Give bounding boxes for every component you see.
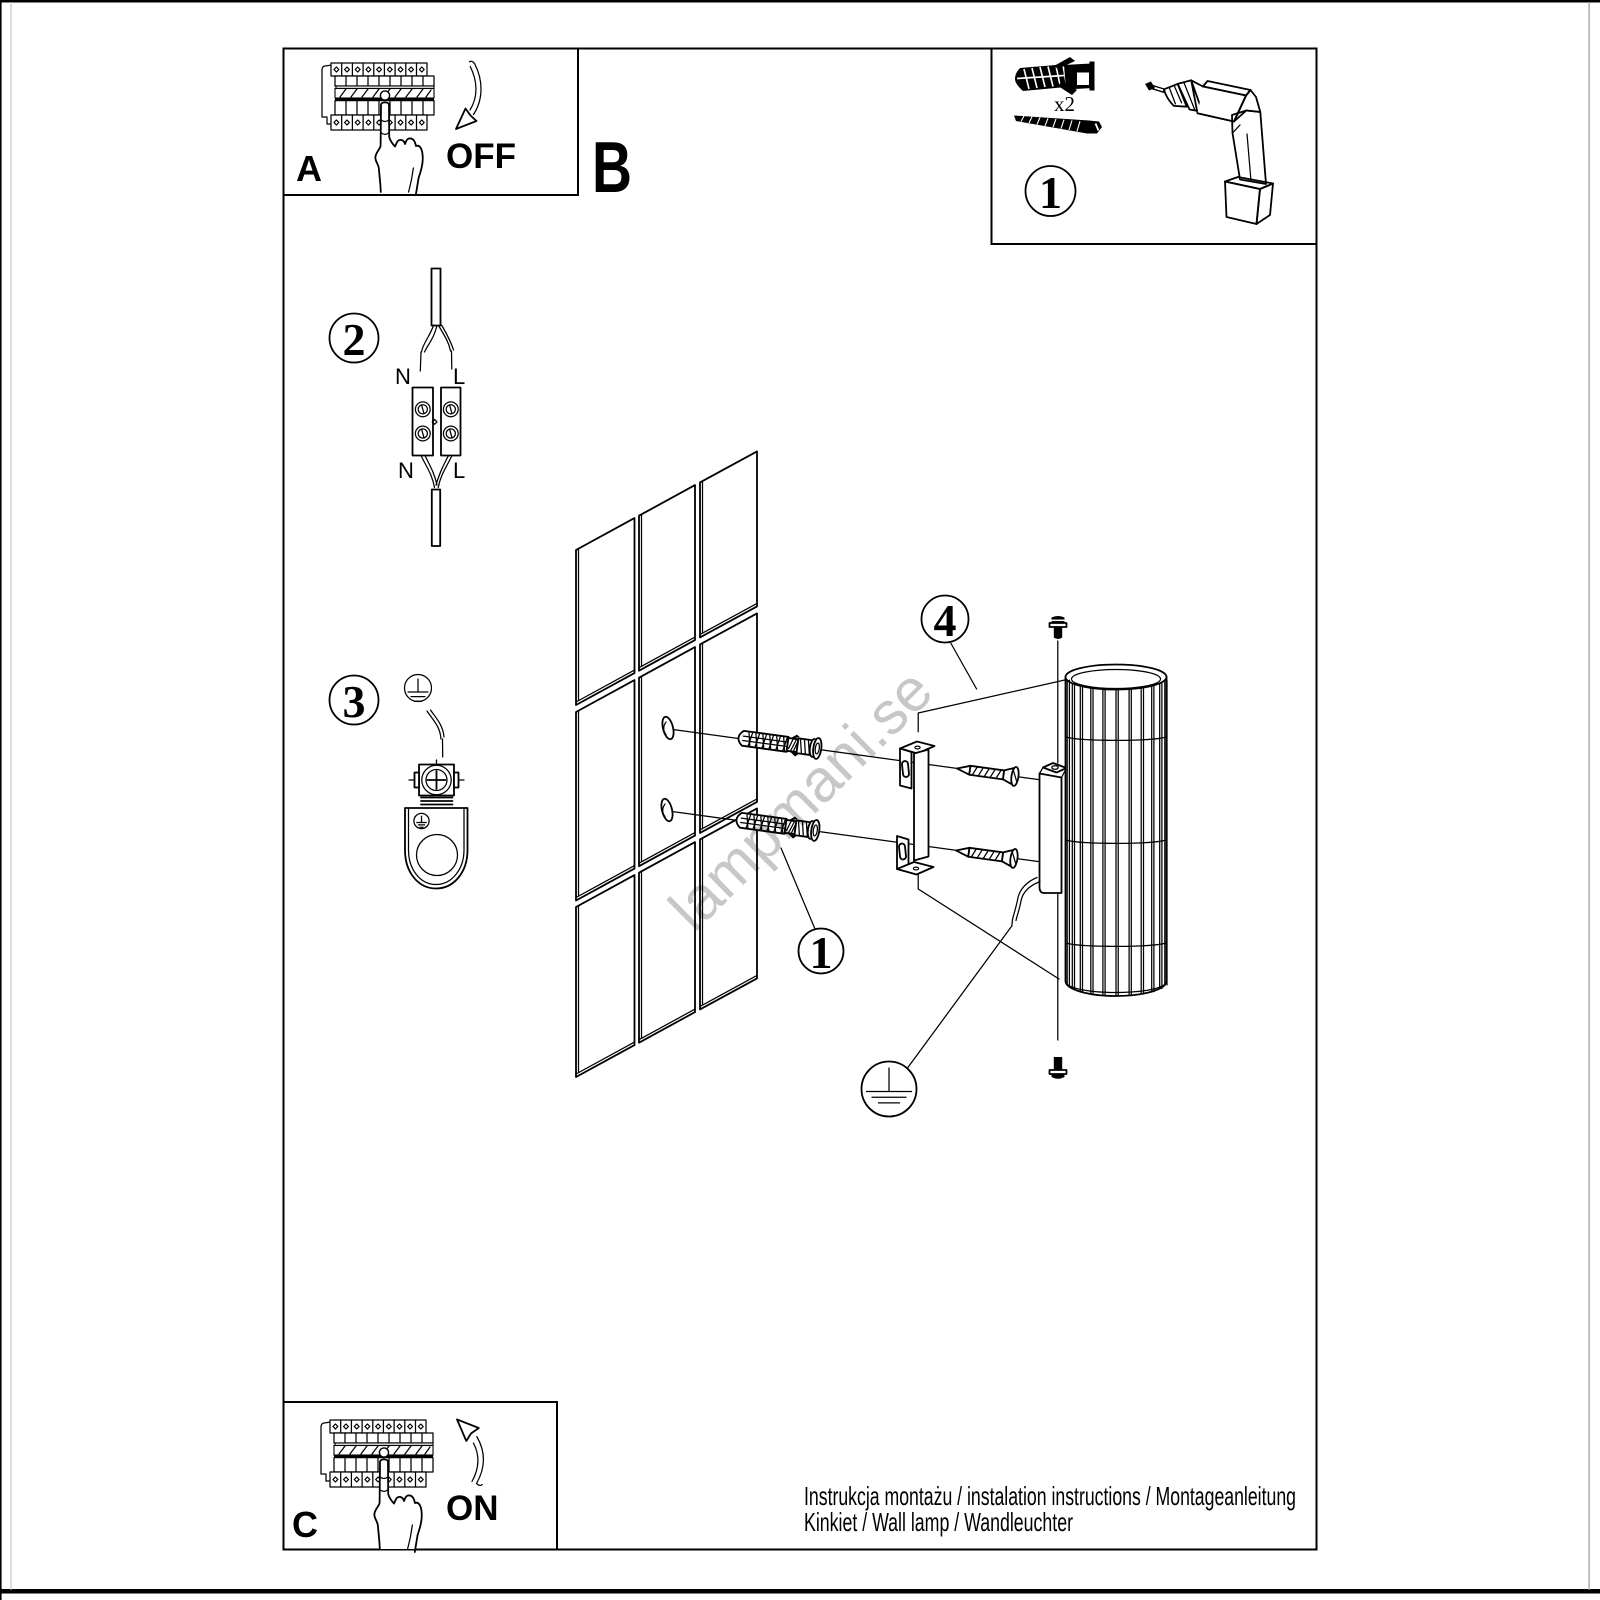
lamp-shade-cylinder <box>1064 663 1168 997</box>
label-n-top: N <box>395 364 411 389</box>
callout-1-leader <box>780 847 816 930</box>
sheet-border <box>282 47 1318 1551</box>
callout-1-number: 1 <box>1039 167 1062 218</box>
label-l-bottom: L <box>453 458 465 483</box>
quantity-label: x2 <box>1054 92 1075 116</box>
callout-2-circle <box>328 312 380 364</box>
earth-wire-art <box>426 709 445 758</box>
earth-symbol-large <box>865 1067 913 1104</box>
callout-3-circle <box>328 674 380 726</box>
panel-tools-frame <box>990 47 1318 245</box>
lamp-backplate <box>1038 762 1068 894</box>
machine-screw-bottom <box>1048 1057 1068 1079</box>
drill-art <box>1145 79 1274 225</box>
footer-text: Instrukcja montażu / instalation instruc… <box>804 1481 1296 1537</box>
section-wiring: 2 N L N L <box>328 267 465 547</box>
step-b-label: B <box>592 128 632 208</box>
section-earth: 3 <box>328 673 469 890</box>
earth-callout <box>860 925 1013 1118</box>
step-c-label: C <box>292 1504 318 1545</box>
callout-2-number: 2 <box>343 314 366 365</box>
wire-connector-art <box>411 267 462 547</box>
earth-leader <box>906 925 1013 1069</box>
callout-1-wall-circle <box>797 927 845 975</box>
arrow-off <box>455 60 482 130</box>
machine-screw-top <box>1048 616 1068 639</box>
arrow-on <box>456 1418 484 1487</box>
callout-1-wall: 1 <box>780 847 845 978</box>
footer-line1: Instrukcja montażu / instalation instruc… <box>804 1481 1296 1511</box>
label-n-bottom: N <box>398 458 414 483</box>
panel-a-switch-off: OFF A <box>282 47 579 196</box>
callout-4: 4 <box>920 594 978 690</box>
wall-tiles <box>575 450 758 1078</box>
alignment-lines <box>917 678 1068 980</box>
panel-c-frame <box>282 1401 558 1551</box>
screw-icon <box>1014 115 1102 134</box>
callout-3-number: 3 <box>343 676 366 727</box>
earth-symbol-small <box>416 815 427 828</box>
wall-lamp-art <box>1011 616 1168 1079</box>
callout-1-wall-number: 1 <box>810 927 833 978</box>
lamp-earth-wire <box>1011 876 1041 927</box>
callout-4-leader <box>950 642 978 690</box>
on-label: ON <box>446 1489 499 1528</box>
panel-c-switch-on: ON C <box>282 1401 558 1553</box>
off-label: OFF <box>446 137 516 176</box>
step-a-label: A <box>296 148 322 189</box>
footer-line2: Kinkiet / Wall lamp / Wandleuchter <box>804 1507 1073 1537</box>
panel-tools: x2 1 <box>990 47 1318 245</box>
panel-a-frame <box>282 47 579 196</box>
earth-clamp-art <box>404 759 469 890</box>
wall-plug-icon <box>1015 57 1095 95</box>
label-l-top: L <box>453 364 465 389</box>
callout-4-circle <box>920 594 970 644</box>
mounting-bracket-art <box>896 740 936 876</box>
callout-1-circle <box>1024 165 1077 217</box>
callout-4-number: 4 <box>934 595 957 646</box>
